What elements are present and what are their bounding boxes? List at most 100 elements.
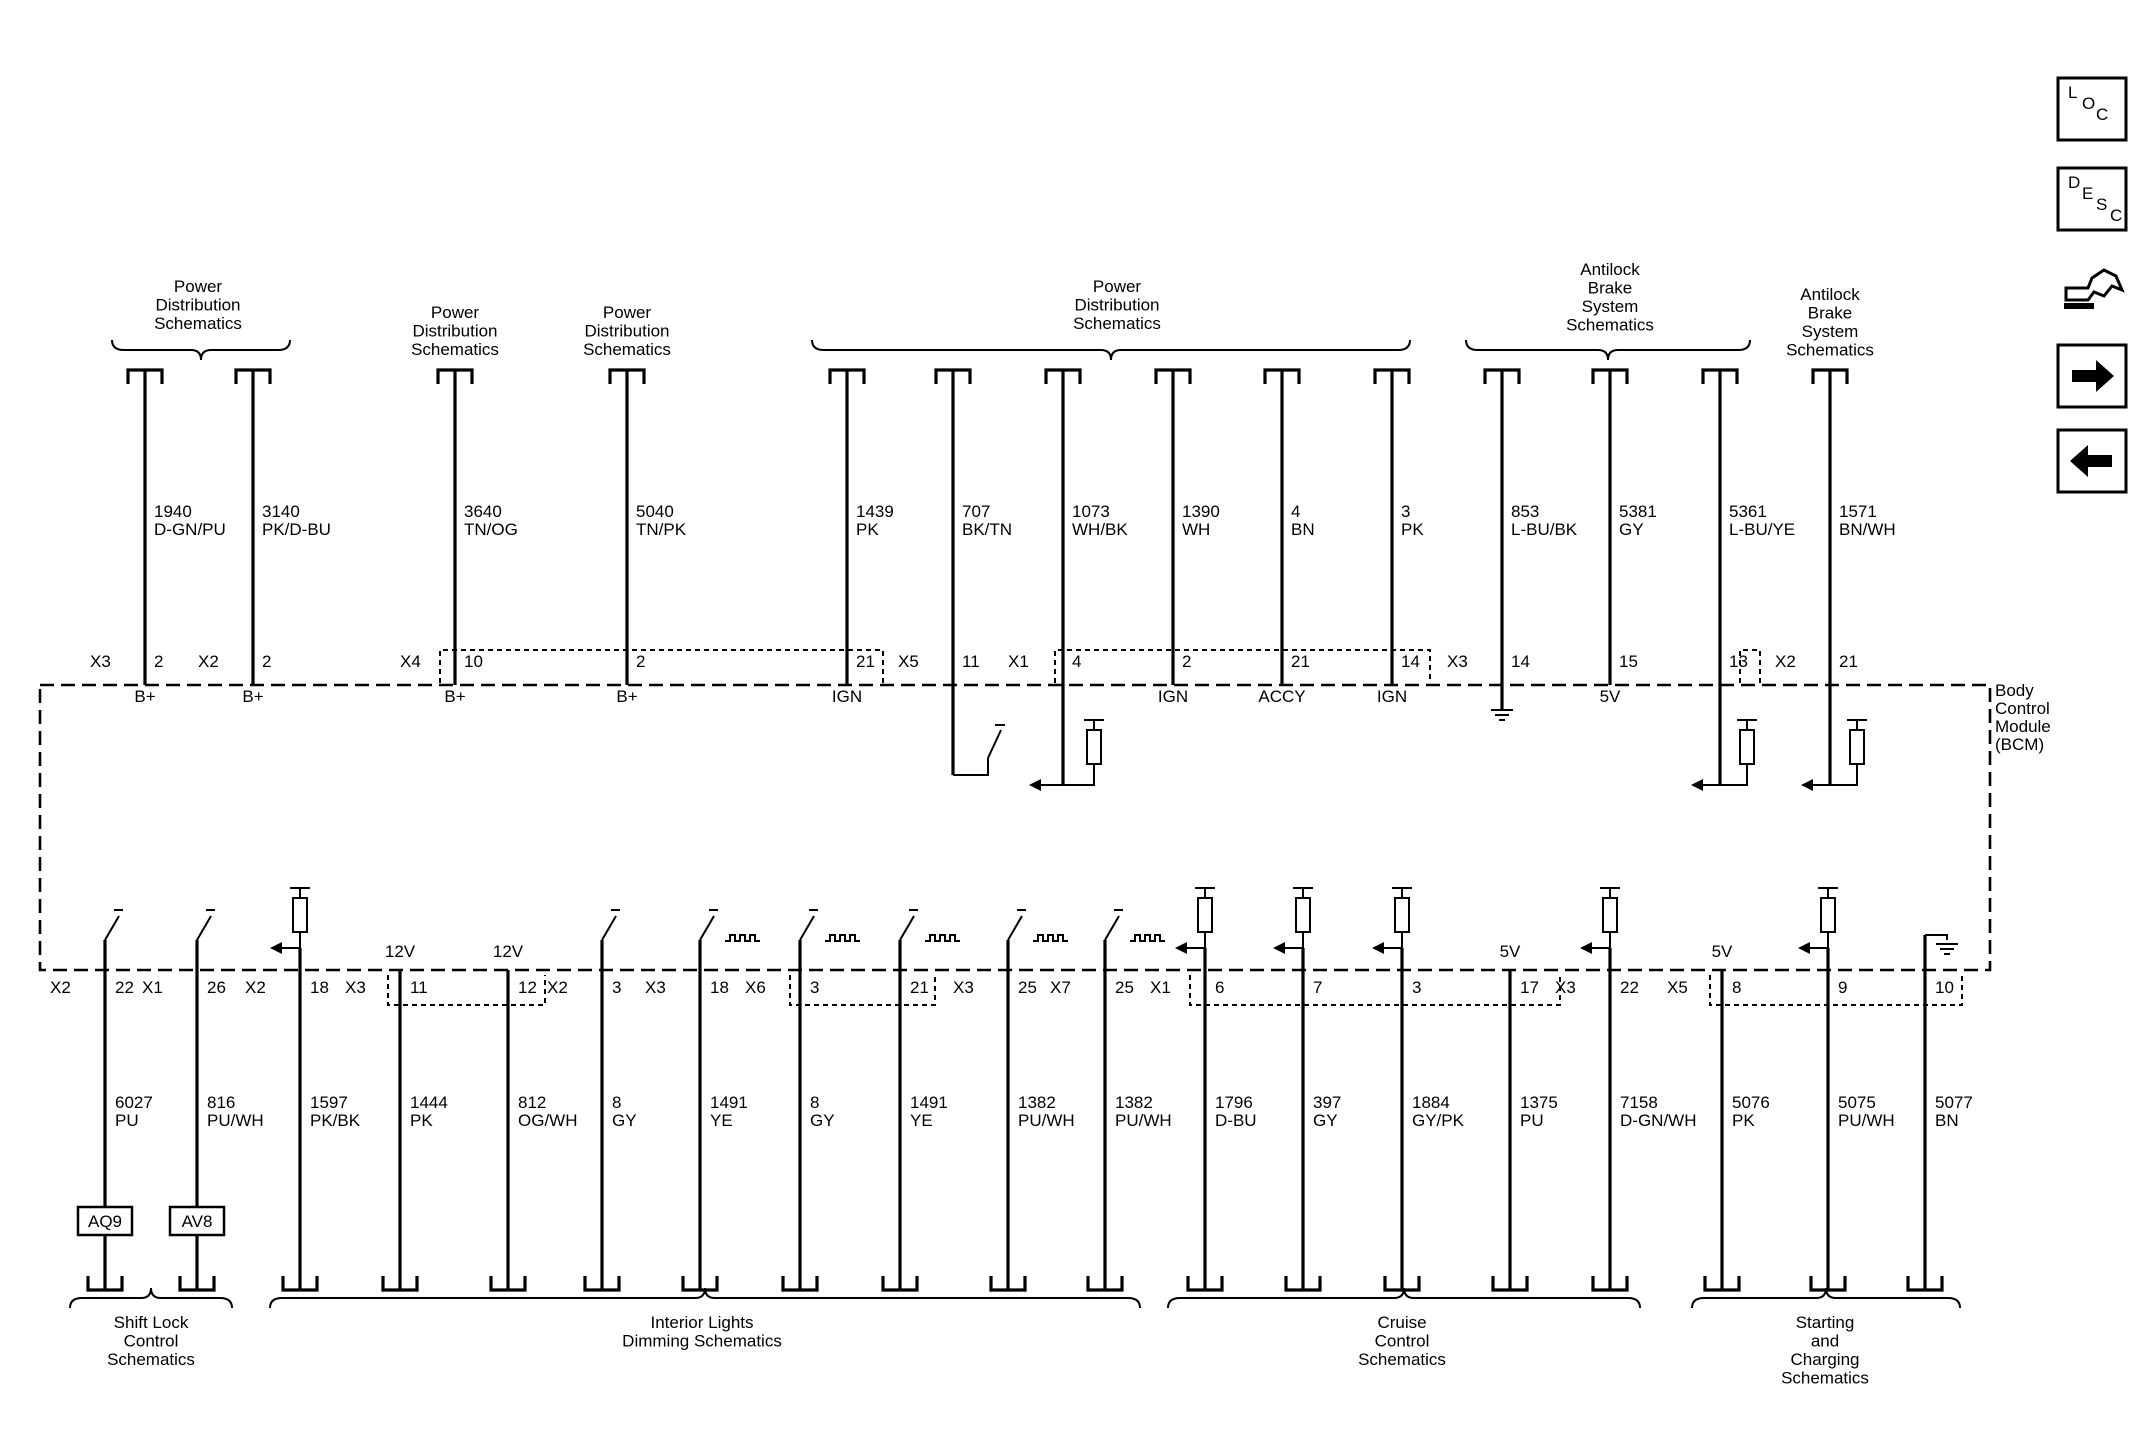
connector-id: X6	[745, 978, 766, 997]
wire-color: PK/D-BU	[262, 520, 331, 539]
group-bracket	[1465, 339, 1751, 361]
circuit-number: 1382	[1018, 1093, 1056, 1112]
button-letter: C	[2096, 105, 2108, 124]
module-boundary	[38, 683, 1992, 972]
connector-outline	[1189, 975, 1561, 1006]
pin-number: 14	[1511, 652, 1530, 671]
group-label-line: Antilock	[1580, 260, 1640, 279]
wire-color: YE	[710, 1111, 733, 1130]
pin-number: 6	[1215, 978, 1224, 997]
loc-button[interactable]: LOC	[2056, 76, 2128, 142]
pin-function: B+	[242, 687, 263, 706]
connector-id: X7	[1050, 978, 1071, 997]
switch-blade	[899, 915, 915, 941]
switch-wire	[953, 758, 989, 776]
group-label-line: Antilock	[1800, 285, 1860, 304]
pin-number: 21	[1291, 652, 1310, 671]
wire-color: BK/TN	[962, 520, 1012, 539]
wire-color: YE	[910, 1111, 933, 1130]
connector-id: X3	[953, 978, 974, 997]
group-label-line: Starting	[1796, 1313, 1855, 1332]
circuit-number: 397	[1313, 1093, 1341, 1112]
switch-blade	[799, 915, 815, 941]
resistor-icon	[1394, 897, 1410, 933]
connector-terminal	[1809, 1276, 1847, 1292]
pin-number: 25	[1115, 978, 1134, 997]
connector-terminal	[1383, 1276, 1421, 1292]
pin-number: 9	[1838, 978, 1847, 997]
connector-terminal	[1491, 1276, 1529, 1292]
circuit-number: 1375	[1520, 1093, 1558, 1112]
group-label-line: Shift Lock	[114, 1313, 189, 1332]
connector-id: X2	[198, 652, 219, 671]
module-name: (BCM)	[1995, 735, 2044, 754]
pin-function: 12V	[493, 942, 524, 961]
arrow-left-icon	[1372, 942, 1384, 954]
circuit-number: 1444	[410, 1093, 448, 1112]
switch-blade	[601, 915, 617, 941]
option-code-box	[76, 1205, 134, 1237]
tools-icon[interactable]	[2064, 268, 2125, 309]
wire-color: PU/WH	[1018, 1111, 1075, 1130]
prev-arrow-icon	[2070, 445, 2112, 477]
wire-color: WH/BK	[1072, 520, 1128, 539]
circuit-number: 1884	[1412, 1093, 1450, 1112]
pin-number: 2	[1182, 652, 1191, 671]
next-arrow-icon[interactable]	[2056, 343, 2128, 409]
resistor-icon	[1295, 897, 1311, 933]
pin-number: 3	[1412, 978, 1421, 997]
option-code: AQ9	[88, 1212, 122, 1231]
button-letter: S	[2096, 195, 2107, 214]
group-bracket	[269, 1287, 1141, 1309]
pin-function: B+	[134, 687, 155, 706]
wire-color: PK	[1732, 1111, 1755, 1130]
group-label-line: System	[1582, 297, 1639, 316]
circuit-number: 5040	[636, 502, 674, 521]
connector-terminal	[583, 1276, 621, 1292]
connector-id: X2	[245, 978, 266, 997]
wire-color: GY	[810, 1111, 835, 1130]
module-name: Module	[1995, 717, 2051, 736]
pin-number: 14	[1401, 652, 1420, 671]
connector-id: X5	[1667, 978, 1688, 997]
pin-function: B+	[444, 687, 465, 706]
connector-id: X4	[400, 652, 421, 671]
arrow-left-icon	[1801, 779, 1813, 791]
prev-arrow-icon[interactable]	[2056, 428, 2128, 494]
group-label-line: Control	[1375, 1332, 1430, 1351]
wire-color: PK/BK	[310, 1111, 361, 1130]
resistor-icon	[1739, 729, 1755, 765]
pwm-signal-icon	[925, 934, 960, 942]
pin-function: IGN	[1158, 687, 1188, 706]
pin-number: 18	[710, 978, 729, 997]
arrow-left-icon	[1029, 779, 1041, 791]
group-label-line: Power	[174, 277, 223, 296]
next-arrow-icon	[2072, 360, 2114, 392]
circuit-number: 3140	[262, 502, 300, 521]
button-frame	[2056, 166, 2128, 232]
pin-function: 5V	[1600, 687, 1621, 706]
switch-blade	[987, 729, 1002, 759]
arrow-left-icon	[1798, 942, 1810, 954]
circuit-number: 8	[612, 1093, 621, 1112]
pin-number: 3	[612, 978, 621, 997]
